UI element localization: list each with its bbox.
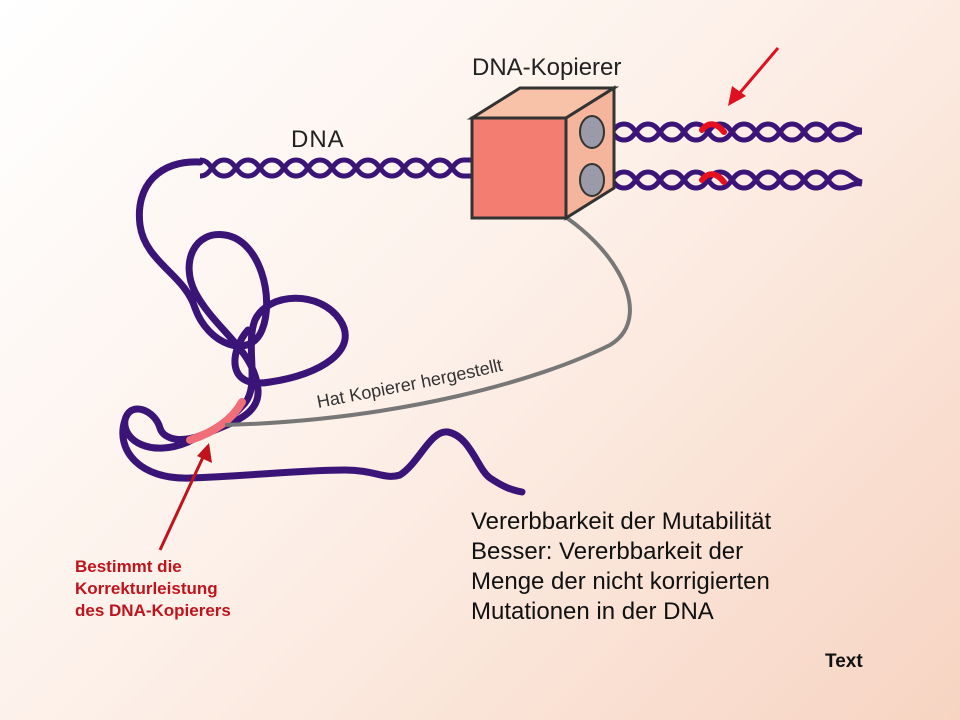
outgoing-lower-helix-strand-b [599,169,863,191]
arc-arrow [224,188,632,427]
dna-label: DNA [291,126,345,153]
incoming-helix-strand-b [199,157,472,179]
gene-note-line: Bestimmt die [75,557,182,576]
copier-output-port-lower [579,163,605,197]
main-text-line: Menge der nicht korrigierten [471,568,770,595]
main-text-line: Vererbbarkeit der Mutabilität [471,508,772,535]
main-text-line: Besser: Vererbbarkeit der [471,538,744,565]
outgoing-upper-helix-strand-b [599,121,863,143]
copier-label: DNA-Kopierer [472,54,622,81]
mutation-arrow [728,47,780,106]
copier-output-port-upper [579,115,605,149]
gene-arrow [158,443,212,551]
dna-coil [119,158,526,496]
arc-label: Hat Kopierer hergestellt [315,355,504,412]
gene-segment [186,398,246,444]
gene-note: Bestimmt die Korrekturleistung des DNA-K… [75,556,231,622]
main-text-line: Mutationen in der DNA [471,598,714,625]
corner-text-link[interactable]: Text [825,651,863,672]
mutation-mark-lower [699,171,727,185]
copier-cube [466,85,620,221]
gene-note-line: des DNA-Kopierers [75,601,231,620]
main-text-block: Vererbbarkeit der Mutabilität Besser: Ve… [471,507,771,627]
gene-note-line: Korrekturleistung [75,579,218,598]
mutation-mark-upper [699,121,727,135]
